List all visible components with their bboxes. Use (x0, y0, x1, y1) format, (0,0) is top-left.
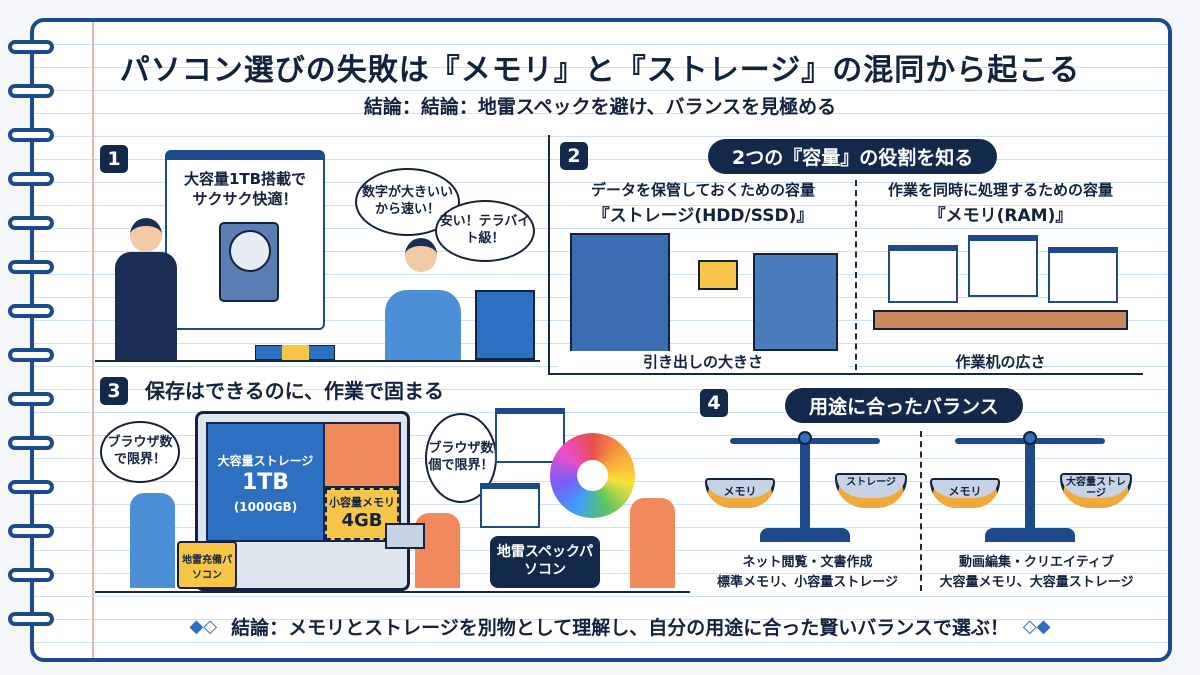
storage-description: データを保管しておくための容量 (590, 181, 816, 199)
page-subtitle: 結論：結論：地雷スペックを避け、バランスを見極める (363, 96, 837, 118)
spec-left: 標準メモリ、小容量ストレージ (717, 575, 898, 590)
conclusion-text: 結論：メモリとストレージを別物として理解し、自分の用途に合った賢いバランスで選ぶ… (231, 616, 1009, 639)
conclusion-banner: ◆◇ 結論：メモリとストレージを別物として理解し、自分の用途に合った賢いバランス… (90, 603, 1150, 649)
use-case-left: ネット閲覧・文書作成 (742, 555, 873, 570)
app-window-icon (495, 408, 565, 463)
panel-3: 3 保存はできるのに、作業で固まる ブラウザ数で限界！ 大容量ストレージ 1TB… (95, 373, 690, 595)
app-window-icon (480, 483, 540, 528)
spiral-ring (8, 172, 54, 186)
speech-bubble: 安い！テラバイト級！ (435, 200, 535, 262)
panel-number: 4 (700, 389, 728, 417)
hardware-image (325, 424, 399, 486)
pan-memory: メモリ (930, 478, 1000, 508)
speech-bubble: ブラウザ数で限界！ (100, 421, 180, 483)
storage-caption: 引き出しの大きさ (558, 351, 848, 372)
memory-caption: 作業机の広さ (955, 353, 1046, 371)
panel-number: 1 (100, 145, 128, 173)
memory-name: 『メモリ(RAM)』 (928, 206, 1073, 226)
spiral-ring (8, 524, 54, 538)
spiral-ring (8, 260, 54, 274)
panel-4: 4 用途に合ったバランス メモリ ストレージ メモリ 大容量ストレージ ネット閲… (695, 383, 1150, 595)
pan-storage: 大容量ストレージ (1060, 473, 1132, 508)
memory-label: 小容量メモリ (329, 496, 395, 509)
spiral-ring (8, 40, 54, 54)
app-window-icon (888, 245, 958, 303)
salesman-suit (115, 252, 177, 360)
desk-icon (873, 310, 1128, 330)
panel-number: 2 (560, 142, 588, 170)
pan-memory: メモリ (705, 478, 775, 508)
panel-2: 2 2つの『容量』の役割を知る データを保管しておくための容量 『ストレージ(H… (548, 135, 1143, 375)
customer-body (385, 290, 461, 360)
memory-block: 小容量メモリ 4GB (325, 488, 399, 540)
storage-sub: (1000GB) (233, 500, 298, 514)
spiral-ring (8, 348, 54, 362)
storage-label: 大容量ストレージ (217, 454, 314, 468)
memory-description: 作業を同時に処理するための容量 (887, 181, 1113, 199)
spiral-ring (8, 436, 54, 450)
hard-drive-icon (219, 222, 279, 302)
app-window-icon (968, 235, 1038, 297)
blocks-decoration (475, 290, 535, 360)
spiral-ring (8, 612, 54, 626)
folder-label: 地雷充備パソコン (177, 541, 237, 589)
salesman-figure (130, 218, 162, 252)
laptop (385, 523, 425, 549)
use-case-right: 動画編集・クリエイティブ (959, 555, 1114, 570)
stressed-man (630, 498, 675, 588)
spiral-ring (8, 304, 54, 318)
customer-figure (405, 238, 437, 272)
panel-heading: 2つの『容量』の役割を知る (708, 139, 998, 174)
app-window-icon (1048, 247, 1118, 303)
landmine-badge: 地雷スペックパソコン (490, 536, 600, 588)
diamond-decoration-icon: ◇◆ (1022, 615, 1051, 637)
advert-window: 大容量1TB搭載で サクサク快適！ (165, 150, 325, 330)
page-title: パソコン選びの失敗は『メモリ』と『ストレージ』の混同から起こる (119, 53, 1081, 88)
frustrated-person (130, 493, 175, 588)
advert-line-2: サクサク快適！ (192, 190, 298, 208)
advert-line-1: 大容量1TB搭載で (183, 170, 307, 188)
diamond-decoration-icon: ◆◇ (189, 615, 218, 637)
panel-1: 1 大容量1TB搭載で サクサク快適！ 数字が大きいいから速い！ 安い！テラバイ… (95, 140, 540, 370)
spinning-wheel-icon (550, 433, 635, 518)
spec-right: 大容量メモリ、大容量ストレージ (939, 575, 1134, 590)
panel-heading: 用途に合ったバランス (785, 388, 1023, 423)
spiral-ring (8, 480, 54, 494)
spiral-ring (8, 568, 54, 582)
pan-storage: ストレージ (835, 473, 907, 508)
spiral-ring (8, 216, 54, 230)
filing-cabinet-icon (570, 233, 670, 358)
memory-value: 4GB (341, 510, 383, 531)
margin-line (92, 22, 94, 658)
spiral-ring (8, 392, 54, 406)
spiral-ring (8, 128, 54, 142)
panel-number: 3 (100, 377, 128, 405)
panel-heading: 保存はできるのに、作業で固まる (145, 379, 444, 403)
storage-value: 1TB (241, 470, 290, 495)
storage-name: 『ストレージ(HDD/SSD)』 (592, 206, 814, 226)
storage-block: 大容量ストレージ 1TB (1000GB) (208, 424, 323, 540)
spiral-ring (8, 84, 54, 98)
warehouse-icon (753, 253, 838, 351)
folder-icon (698, 260, 738, 290)
